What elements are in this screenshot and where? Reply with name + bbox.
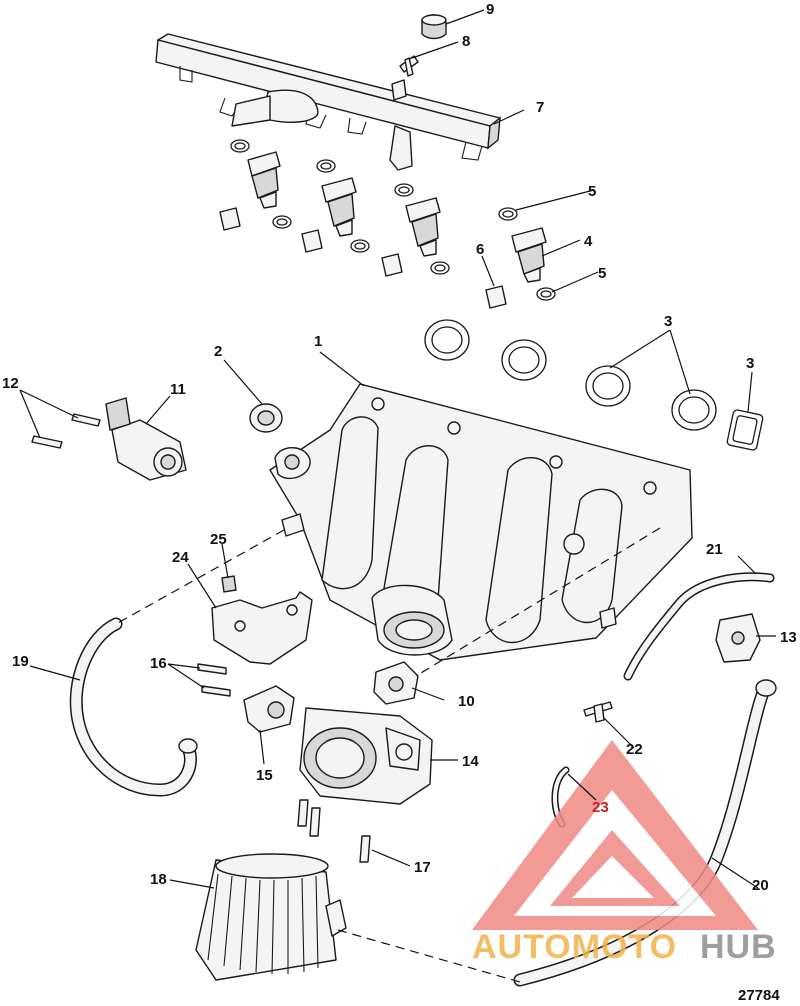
iac-bolts <box>31 413 101 449</box>
sensor <box>715 613 761 663</box>
valve-cap <box>421 14 447 40</box>
watermark-text-automoto: AUTOMOTO <box>472 928 677 966</box>
grommet <box>249 403 283 433</box>
intake-manifold <box>269 383 693 661</box>
tps-bolts <box>197 663 231 697</box>
callout-5-upper: 5 <box>588 183 596 200</box>
callout-1: 1 <box>314 333 322 350</box>
callout-11: 11 <box>170 381 186 398</box>
fuel-injectors <box>247 151 547 283</box>
callout-13: 13 <box>780 629 797 646</box>
injector-clips <box>219 207 507 309</box>
bracket-bolt <box>221 575 237 593</box>
runner-seals <box>424 319 764 451</box>
callout-10: 10 <box>458 693 475 710</box>
callout-16: 16 <box>150 655 167 672</box>
callout-3-seal: 3 <box>746 355 754 372</box>
leader-lines <box>19 9 776 889</box>
callout-6: 6 <box>476 241 484 258</box>
injector-o-rings <box>230 139 556 301</box>
vacuum-hose <box>623 572 775 681</box>
callout-5-lower: 5 <box>598 265 606 282</box>
callout-24: 24 <box>172 549 189 566</box>
map-sensor <box>373 661 419 705</box>
callout-19: 19 <box>12 653 29 670</box>
callout-20: 20 <box>752 877 769 894</box>
callout-2: 2 <box>214 343 222 360</box>
watermark-logo: AUTOMOTO HUB <box>472 740 777 966</box>
throttle-body <box>299 707 433 805</box>
callout-18: 18 <box>150 871 167 888</box>
callout-12: 12 <box>2 375 19 392</box>
callout-15: 15 <box>256 767 273 784</box>
callout-9: 9 <box>486 1 494 18</box>
fuel-rail <box>155 33 501 171</box>
watermark-text-hub: HUB <box>700 928 777 966</box>
callout-17: 17 <box>414 859 431 876</box>
alignment-lines <box>115 527 661 983</box>
callout-14: 14 <box>462 753 479 770</box>
document-number: 27784 <box>738 987 780 1004</box>
air-filter <box>195 853 347 981</box>
callout-7: 7 <box>536 99 544 116</box>
schrader-valve <box>399 55 419 77</box>
callout-4: 4 <box>584 233 593 250</box>
callout-3: 3 <box>664 313 672 330</box>
callout-25: 25 <box>210 531 227 548</box>
callout-8: 8 <box>462 33 470 50</box>
idle-air-control-valve <box>105 397 187 481</box>
throttle-body-bolts <box>297 799 371 863</box>
callout-22: 22 <box>626 741 643 758</box>
callout-23: 23 <box>592 799 609 816</box>
tee-fitting <box>583 701 613 723</box>
bracket <box>211 591 313 665</box>
throttle-position-sensor <box>243 685 295 733</box>
callout-labels: 1 2 3 3 4 5 5 6 7 8 9 10 11 12 13 14 15 … <box>2 1 797 894</box>
callout-21: 21 <box>706 541 723 558</box>
air-hose <box>69 617 198 797</box>
